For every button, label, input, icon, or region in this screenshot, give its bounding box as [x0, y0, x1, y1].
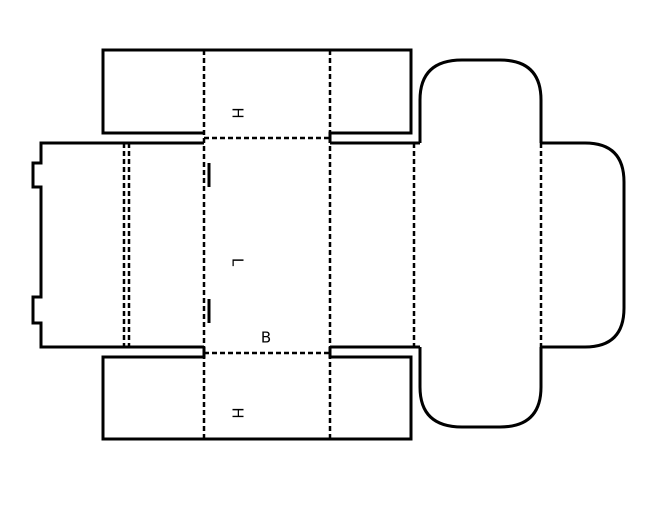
top-flap-outline [101, 48, 413, 143]
breadth-label: B [261, 329, 271, 347]
tuck-flap-outline [541, 141, 626, 349]
height-label-top: H [229, 107, 247, 118]
length-label: L [229, 258, 247, 267]
height-label-bottom: H [229, 407, 247, 418]
rounded-lid-bottom-outline [418, 347, 543, 429]
rounded-lid-outline [418, 58, 543, 143]
left-panel-outline [31, 141, 204, 349]
bottom-flap-outline [101, 347, 413, 441]
